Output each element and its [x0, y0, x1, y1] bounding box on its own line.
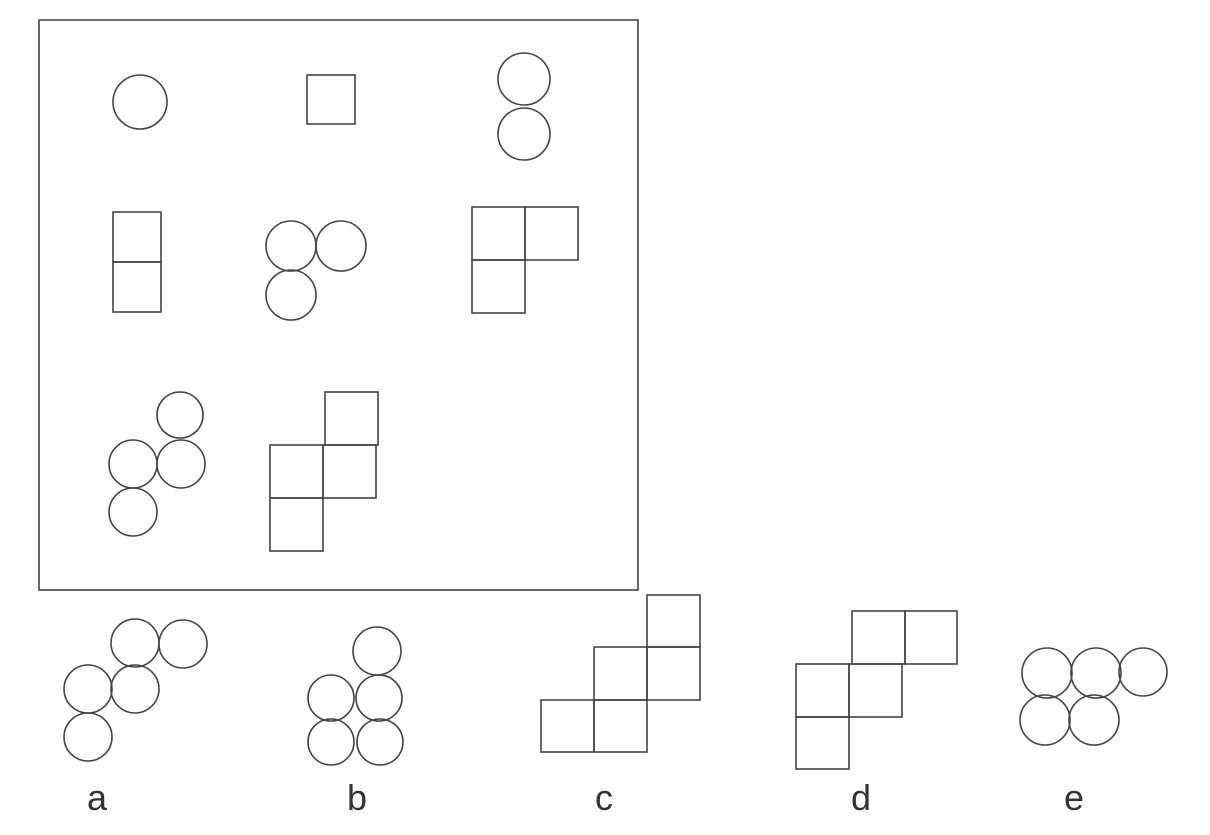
matrix-cell-r1c1	[112, 74, 168, 130]
square-shape	[322, 444, 377, 499]
circle-shape	[110, 664, 160, 714]
circle-shape	[63, 712, 113, 762]
square-shape	[851, 610, 906, 665]
circle-shape	[355, 674, 403, 722]
circle-shape	[1068, 694, 1120, 746]
circle-shape	[156, 439, 206, 489]
square-shape	[269, 497, 324, 552]
circle-shape	[265, 220, 317, 272]
circle-shape	[1019, 694, 1071, 746]
square-shape	[269, 444, 324, 499]
square-shape	[112, 261, 162, 313]
circle-shape	[497, 52, 551, 106]
circle-shape	[307, 718, 355, 766]
option-label-c: c	[595, 777, 613, 818]
circle-shape	[315, 220, 367, 272]
square-shape	[795, 663, 850, 718]
option-label-d: d	[851, 777, 871, 818]
circle-shape	[112, 74, 168, 130]
matrix-cell-r1c2	[306, 74, 356, 125]
square-shape	[904, 610, 958, 665]
matrix-frame	[38, 19, 639, 591]
square-shape	[593, 699, 648, 753]
square-shape	[646, 646, 701, 701]
circle-shape	[156, 391, 204, 439]
option-e[interactable]	[1019, 647, 1168, 746]
option-label-a: a	[87, 777, 108, 818]
option-label-b: b	[347, 777, 367, 818]
option-label-e: e	[1064, 777, 1084, 818]
circle-shape	[1070, 647, 1122, 699]
square-shape	[646, 594, 701, 648]
circle-shape	[110, 618, 160, 668]
square-shape	[524, 206, 579, 261]
circle-shape	[1021, 647, 1073, 699]
option-c[interactable]	[540, 594, 701, 753]
circle-shape	[497, 107, 551, 161]
square-shape	[306, 74, 356, 125]
circle-shape	[1118, 647, 1168, 697]
matrix-cell-r3c2	[269, 391, 379, 552]
square-shape	[848, 663, 903, 718]
circle-shape	[265, 269, 317, 321]
square-shape	[471, 206, 526, 261]
square-shape	[795, 716, 850, 770]
square-shape	[471, 259, 526, 314]
square-shape	[540, 699, 595, 753]
matrix-cell-r2c1	[112, 211, 162, 313]
matrix-cell-r1c3	[497, 52, 551, 161]
circle-shape	[307, 674, 355, 722]
matrix-cell-r2c2	[265, 220, 367, 321]
matrix-cell-r3c1	[108, 391, 206, 537]
option-d[interactable]	[795, 610, 958, 770]
circle-shape	[352, 626, 402, 676]
circle-shape	[356, 718, 404, 766]
square-shape	[112, 211, 162, 263]
square-shape	[593, 646, 648, 701]
option-a[interactable]	[63, 618, 208, 762]
square-shape	[324, 391, 379, 446]
circle-shape	[108, 487, 158, 537]
circle-shape	[63, 664, 113, 714]
circle-shape	[158, 619, 208, 669]
matrix-cell-r2c3	[471, 206, 579, 314]
circle-shape	[108, 439, 158, 489]
option-b[interactable]	[307, 626, 404, 766]
